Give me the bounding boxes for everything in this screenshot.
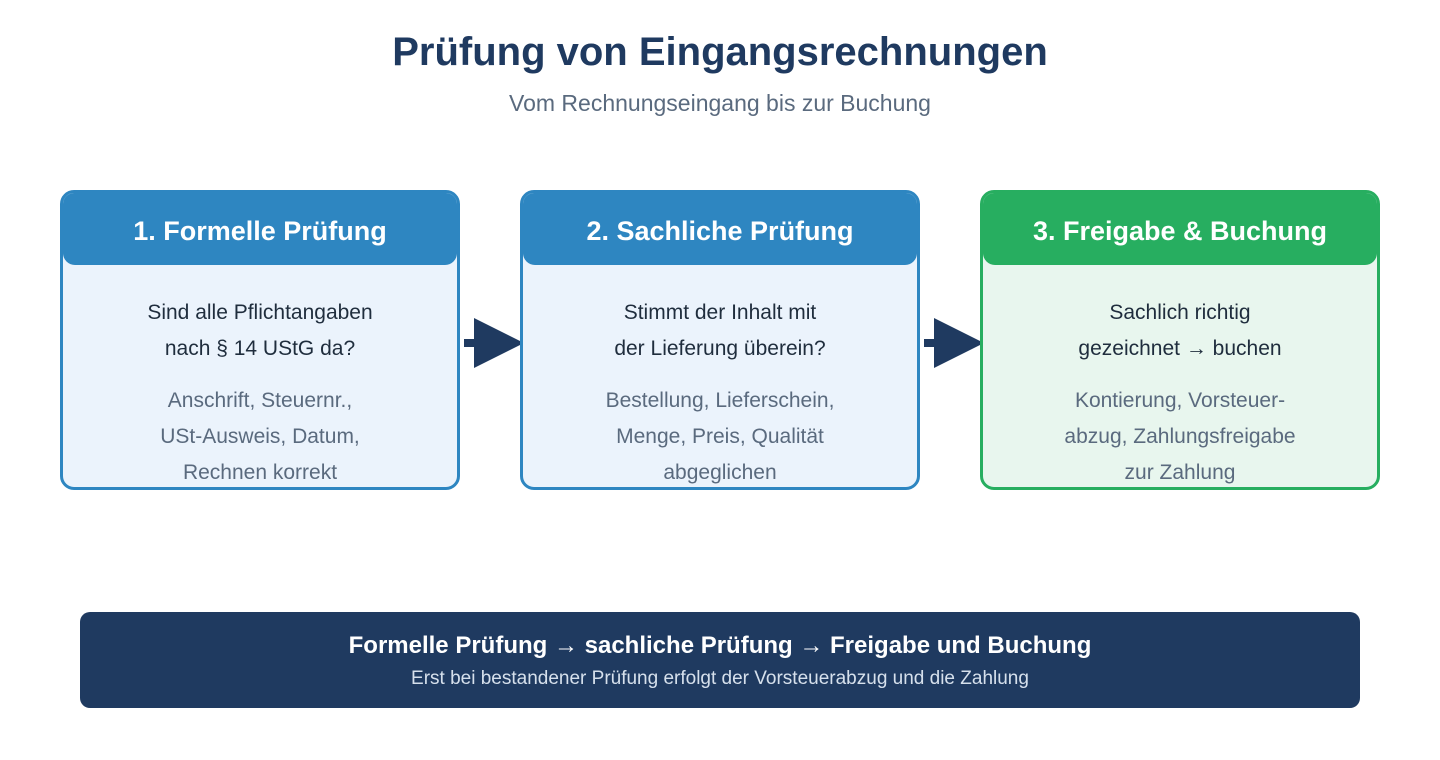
summary-main: Formelle Prüfung → sachliche Prüfung → F… bbox=[348, 632, 1092, 659]
step-title: 2. Sachliche Prüfung bbox=[523, 193, 917, 265]
summary-banner: Formelle Prüfung → sachliche Prüfung → F… bbox=[80, 612, 1360, 708]
step-detail: Anschrift, Steuernr., USt-Ausweis, Datum… bbox=[160, 389, 360, 484]
step-card-formal: 1. Formelle Prüfung Sind alle Pflichtang… bbox=[60, 190, 460, 490]
arrow-right-icon bbox=[464, 318, 524, 368]
step-question: Stimmt der Inhalt mit der Lieferung über… bbox=[614, 301, 826, 360]
step-title: 1. Formelle Prüfung bbox=[63, 193, 457, 265]
step-card-approval: 3. Freigabe & Buchung Sachlich richtig g… bbox=[980, 190, 1380, 490]
page-title: Prüfung von Eingangsrechnungen bbox=[392, 30, 1048, 74]
step-detail: Bestellung, Lieferschein, Menge, Preis, … bbox=[605, 389, 835, 484]
step-detail: Kontierung, Vorsteuer- abzug, Zahlungsfr… bbox=[1064, 389, 1296, 484]
arrow-right-icon bbox=[924, 318, 984, 368]
step-title: 3. Freigabe & Buchung bbox=[983, 193, 1377, 265]
step-card-factual: 2. Sachliche Prüfung Stimmt der Inhalt m… bbox=[520, 190, 920, 490]
page-subtitle: Vom Rechnungseingang bis zur Buchung bbox=[509, 90, 931, 116]
step-question: Sachlich richtig gezeichnet → buchen bbox=[1078, 301, 1282, 360]
summary-sub: Erst bei bestandener Prüfung erfolgt der… bbox=[411, 668, 1029, 689]
step-question: Sind alle Pflichtangaben nach § 14 UStG … bbox=[147, 301, 373, 360]
